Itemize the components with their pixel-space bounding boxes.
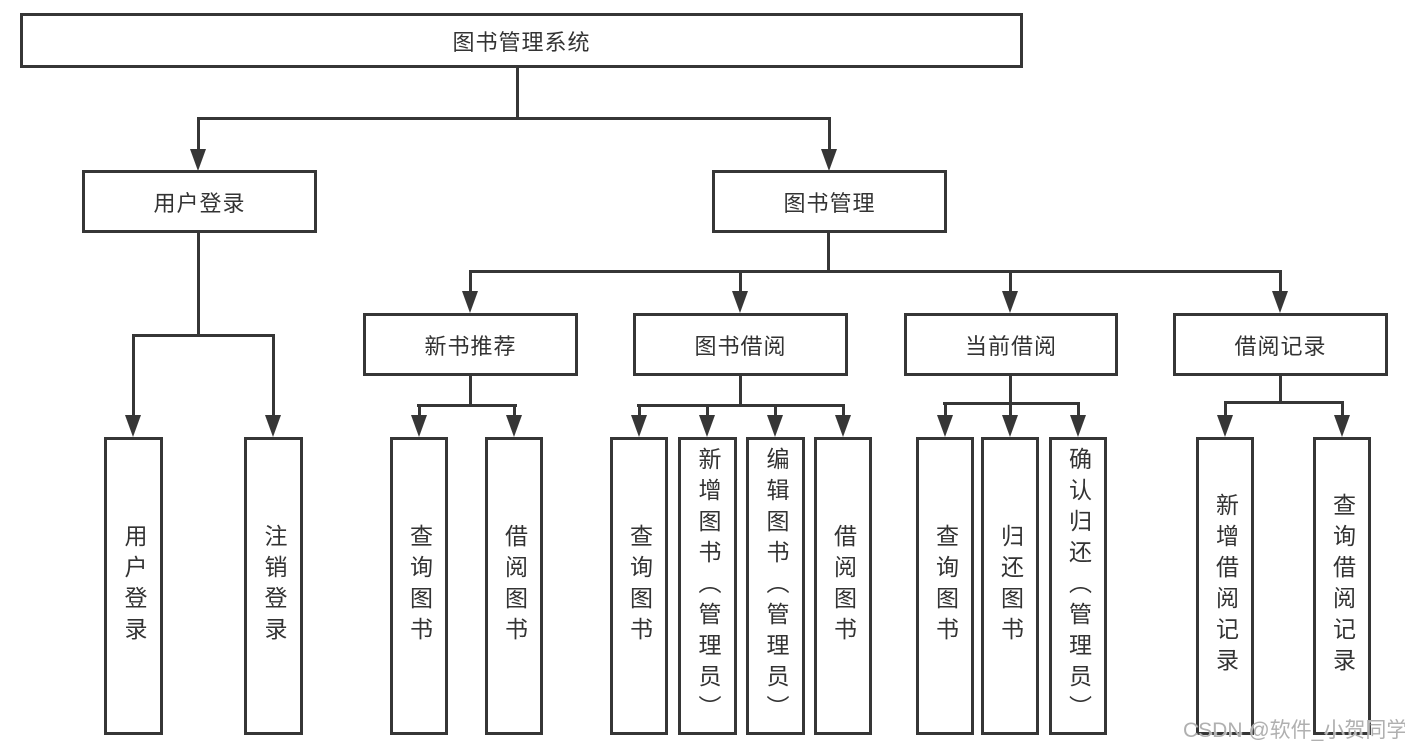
arrow-down-icon — [1002, 415, 1018, 437]
leaf-query-books-current: 查询图书 — [916, 437, 974, 735]
arrow-down-icon — [462, 291, 478, 313]
connector-line — [1077, 402, 1080, 415]
arrow-down-icon — [1070, 415, 1086, 437]
connector-line — [197, 233, 200, 337]
leaf-add-borrow-record: 新增借阅记录 — [1196, 437, 1254, 735]
arrow-down-icon — [265, 415, 281, 437]
connector-line — [469, 270, 472, 292]
arrow-down-icon — [732, 291, 748, 313]
arrow-down-icon — [1334, 415, 1350, 437]
connector-line — [1009, 376, 1012, 405]
connector-line — [1341, 401, 1344, 415]
connector-line — [827, 233, 830, 273]
connector-line — [197, 117, 200, 150]
connector-line — [1224, 401, 1343, 404]
leaf-return-book: 归还图书 — [981, 437, 1039, 735]
connector-line — [944, 402, 947, 415]
leaf-confirm-return-admin: 确认归还（管理员） — [1049, 437, 1107, 735]
connector-line — [1009, 270, 1012, 292]
arrow-down-icon — [631, 415, 647, 437]
connector-line — [132, 334, 135, 415]
connector-line — [842, 404, 845, 415]
connector-line — [1224, 401, 1227, 415]
arrow-down-icon — [411, 415, 427, 437]
arrow-down-icon — [835, 415, 851, 437]
leaf-edit-book-admin: 编辑图书（管理员） — [746, 437, 805, 735]
leaf-query-books-recommend: 查询图书 — [390, 437, 448, 735]
connector-line — [739, 270, 742, 292]
connector-line — [516, 68, 519, 119]
leaf-user-login: 用户登录 — [104, 437, 163, 735]
node-library-system: 图书管理系统 — [20, 13, 1023, 68]
connector-line — [774, 404, 777, 415]
connector-line — [637, 404, 845, 407]
connector-line — [739, 376, 742, 407]
arrow-down-icon — [821, 149, 837, 171]
node-user-login: 用户登录 — [82, 170, 317, 233]
node-borrow-records: 借阅记录 — [1173, 313, 1388, 376]
node-book-management: 图书管理 — [712, 170, 947, 233]
connector-line — [828, 117, 831, 150]
connector-line — [272, 334, 275, 415]
arrow-down-icon — [767, 415, 783, 437]
node-current-borrow: 当前借阅 — [904, 313, 1118, 376]
arrow-down-icon — [190, 149, 206, 171]
connector-line — [132, 334, 275, 337]
connector-line — [1009, 402, 1012, 415]
connector-line — [706, 404, 709, 415]
arrow-down-icon — [1217, 415, 1233, 437]
arrow-down-icon — [937, 415, 953, 437]
connector-line — [1279, 376, 1282, 404]
arrow-down-icon — [1272, 291, 1288, 313]
connector-line — [638, 404, 641, 415]
connector-line — [469, 376, 472, 407]
connector-line — [417, 404, 517, 407]
connector-line — [1279, 270, 1282, 292]
leaf-borrow-books: 借阅图书 — [814, 437, 872, 735]
watermark: CSDN @软件_小贺同学 — [1183, 719, 1405, 742]
connector-line — [197, 117, 831, 120]
connector-line — [418, 404, 421, 415]
leaf-query-books-borrow: 查询图书 — [610, 437, 668, 735]
leaf-logout: 注销登录 — [244, 437, 303, 735]
arrow-down-icon — [699, 415, 715, 437]
arrow-down-icon — [506, 415, 522, 437]
arrow-down-icon — [125, 415, 141, 437]
leaf-borrow-books-recommend: 借阅图书 — [485, 437, 543, 735]
leaf-add-book-admin: 新增图书（管理员） — [678, 437, 737, 735]
connector-line — [469, 270, 1282, 273]
node-new-book-recommend: 新书推荐 — [363, 313, 578, 376]
arrow-down-icon — [1002, 291, 1018, 313]
node-book-borrow: 图书借阅 — [633, 313, 848, 376]
connector-line — [513, 404, 516, 415]
leaf-query-borrow-record: 查询借阅记录 — [1313, 437, 1371, 735]
